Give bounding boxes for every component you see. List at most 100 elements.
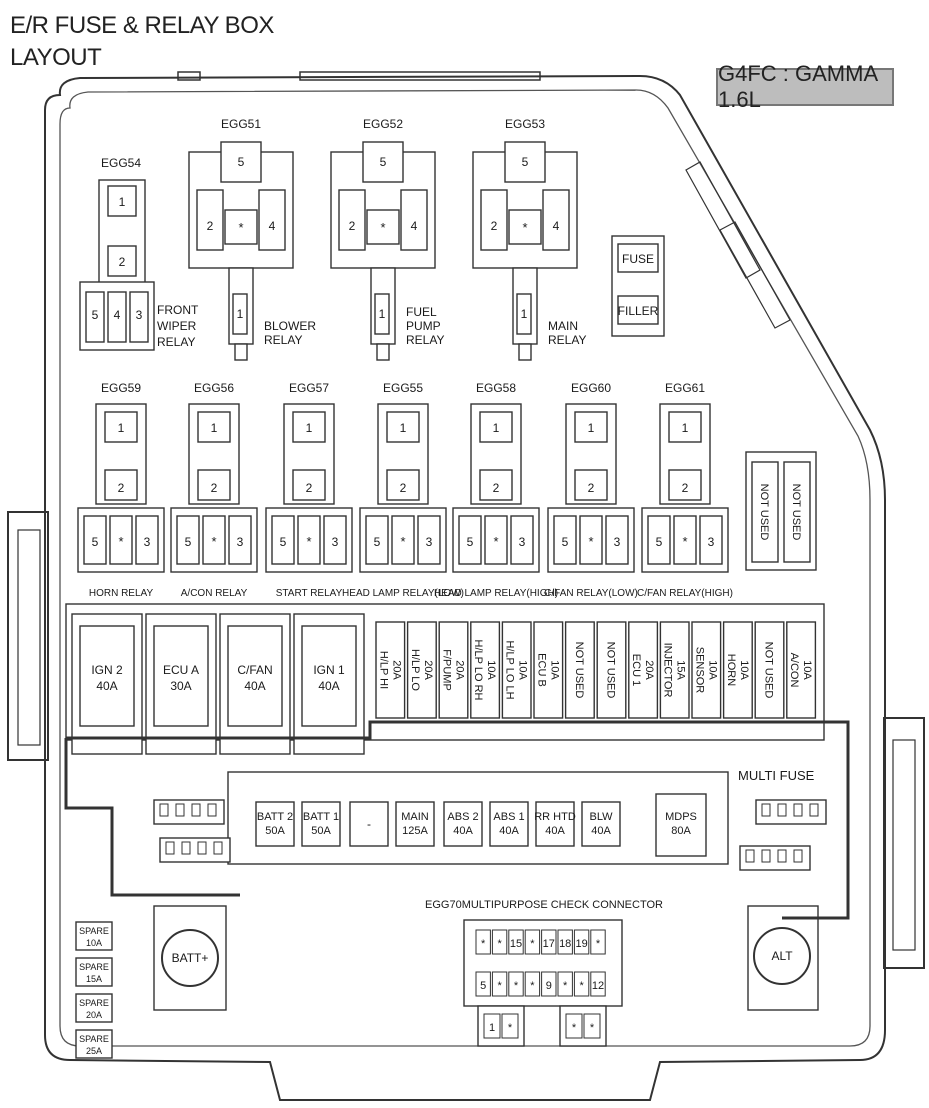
pin-label: *	[588, 534, 593, 549]
multi-fuse-body	[581, 801, 621, 847]
page-title: E/R FUSE & RELAY BOX LAYOUT	[10, 10, 274, 74]
relay-pin-box	[202, 515, 226, 565]
multi-fuse: RR HTD 40A	[534, 801, 576, 847]
pin-label: *	[579, 980, 584, 992]
pin-label: 15	[510, 938, 522, 950]
big-fuse-inner	[153, 625, 209, 727]
right-clip	[883, 717, 925, 969]
spare-body	[75, 993, 113, 1023]
pin-label: 19	[575, 938, 587, 950]
mini-fuse-amp: 20A	[422, 660, 434, 680]
relay-pin-box	[107, 291, 127, 343]
pin-label: *	[590, 1022, 595, 1034]
fuse-filler-bottom	[617, 295, 659, 325]
pin-label: 1	[211, 421, 218, 435]
mini-fuse-body	[596, 621, 627, 719]
big-fuse-amp: 30A	[170, 679, 191, 693]
big-fuse-inner	[227, 625, 283, 727]
spare-amp: 20A	[86, 1010, 102, 1020]
relay-pin-box	[176, 515, 200, 565]
pin-label: 5	[467, 535, 474, 549]
mini-fuse-amp: 15A	[675, 660, 687, 680]
pin-cell	[491, 971, 508, 997]
relay-label: BLOWER	[264, 319, 316, 333]
comb-tooth	[761, 849, 771, 863]
relay-tab	[518, 343, 532, 361]
relay-pin-box	[104, 411, 138, 443]
comb-tooth	[165, 841, 175, 855]
pin-label: *	[530, 980, 535, 992]
relay-pin-box	[292, 411, 326, 443]
relay-pin-box	[232, 293, 248, 335]
multi-fuse-amp: 50A	[265, 825, 285, 837]
pin-label: 2	[306, 481, 313, 495]
top-tab	[177, 71, 201, 81]
multi-fuse-name: ABS 1	[493, 811, 524, 823]
multi-fuse-name: ABS 2	[447, 811, 478, 823]
relay-pin-box	[107, 185, 137, 217]
terminals: BATT+ALT	[153, 905, 819, 1011]
pin-label: *	[380, 220, 385, 235]
relay-label: RELAY	[264, 333, 302, 347]
alt-terminal: ALT	[747, 905, 819, 1011]
pin-label: 2	[588, 481, 595, 495]
spare-name: SPARE	[79, 926, 109, 936]
mini-fuse-amp: 10A	[738, 660, 750, 680]
mdps-name: MDPS	[665, 811, 697, 823]
pin-cell	[573, 971, 590, 997]
spare-name: SPARE	[79, 1034, 109, 1044]
pin-label: 1	[588, 421, 595, 435]
mini-fuse-name: NOT USED	[605, 642, 617, 699]
multi-fuse-name: RR HTD	[534, 811, 576, 823]
multi-fuse: -	[349, 801, 389, 847]
multi-fuse-name: BATT 2	[257, 811, 293, 823]
pin-label: *	[508, 1022, 513, 1034]
mini-fuse-amp: 20A	[454, 660, 466, 680]
pin-label: *	[306, 534, 311, 549]
relay-pin-box	[224, 209, 258, 245]
big-fuse-name: ECU A	[163, 663, 199, 677]
pin-label: *	[563, 980, 568, 992]
pin-label: 3	[237, 535, 244, 549]
relay-id: EGG51	[221, 117, 261, 131]
relay-pin-box	[258, 189, 286, 251]
relay-pin-box	[292, 469, 326, 501]
relay-pin-box	[699, 515, 723, 565]
pin-label: 1	[493, 421, 500, 435]
pin-label: 2	[493, 481, 500, 495]
pin-cell	[524, 929, 541, 955]
pin-label: *	[118, 534, 123, 549]
multi-fuse-body	[443, 801, 483, 847]
comb-terminal	[739, 845, 811, 871]
relay-pin-box	[135, 515, 159, 565]
spare-amp: 25A	[86, 1046, 102, 1056]
pin-cell	[483, 1013, 501, 1039]
relay-id: EGG60	[571, 381, 611, 395]
relay-pin-box	[362, 141, 404, 183]
mini-fuse-amp: 10A	[548, 660, 560, 680]
comb-tooth	[809, 803, 819, 817]
multi-fuse-name: MAIN	[401, 811, 429, 823]
relay-pin-box	[673, 515, 697, 565]
spare-name: SPARE	[79, 998, 109, 1008]
alt-post	[753, 927, 811, 985]
relay-label: START RELAY	[276, 588, 343, 599]
mini-fuse-name: INJECTOR	[662, 643, 674, 698]
pin-cell	[557, 929, 573, 955]
pin-label: *	[596, 938, 601, 950]
mini-fuse-name: F/PUMP	[441, 649, 453, 691]
relay-pin-box	[366, 209, 400, 245]
spare-body	[75, 1029, 113, 1059]
spare-fuse: SPARE 20A	[75, 993, 113, 1023]
title-line-2: LAYOUT	[10, 44, 102, 71]
multi-fuse-amp: 40A	[545, 825, 565, 837]
relay-pin-box	[504, 141, 546, 183]
